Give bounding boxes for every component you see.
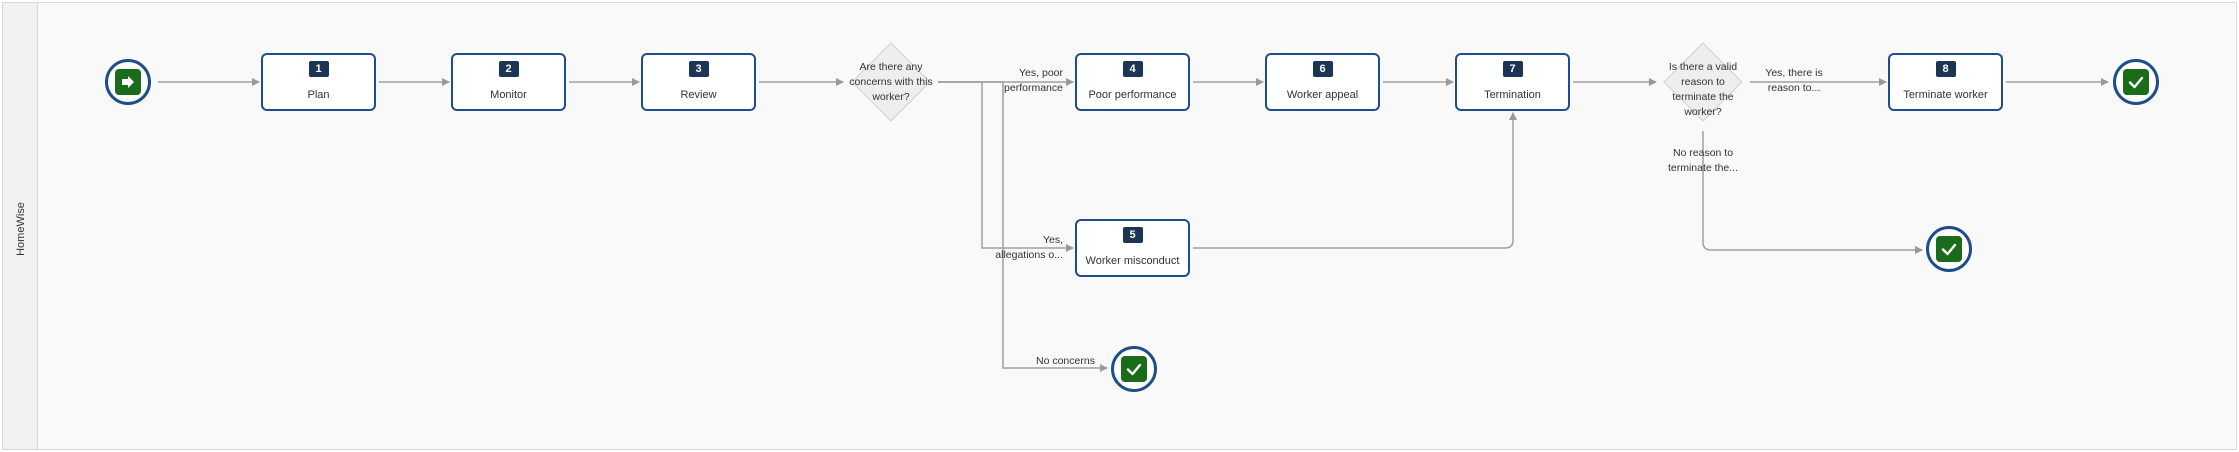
task-number-badge: 1 bbox=[308, 61, 329, 77]
end-event-no-concerns[interactable] bbox=[1111, 346, 1157, 392]
end-event-terminated[interactable] bbox=[2113, 59, 2159, 105]
task-label: Terminate worker bbox=[1903, 89, 1988, 101]
flow-gateway1-misconduct bbox=[938, 81, 1074, 252]
task-termination[interactable]: 7 Termination bbox=[1455, 53, 1570, 111]
task-label: Poor performance bbox=[1088, 89, 1177, 101]
task-label: Termination bbox=[1484, 89, 1541, 101]
edge-label-poor-performance: Yes, poor performance bbox=[1003, 66, 1063, 96]
task-worker-misconduct[interactable]: 5 Worker misconduct bbox=[1075, 219, 1190, 277]
checkmark-icon bbox=[1121, 356, 1147, 382]
edge-label-yes-reason: Yes, there is reason to... bbox=[1763, 66, 1825, 96]
checkmark-icon bbox=[2123, 69, 2149, 95]
task-number-badge: 8 bbox=[1935, 61, 1956, 77]
start-event[interactable] bbox=[105, 59, 151, 105]
task-review[interactable]: 3 Review bbox=[641, 53, 756, 111]
task-label: Plan bbox=[307, 89, 330, 101]
task-monitor[interactable]: 2 Monitor bbox=[451, 53, 566, 111]
task-terminate-worker[interactable]: 8 Terminate worker bbox=[1888, 53, 2003, 111]
checkmark-icon bbox=[1936, 236, 1962, 262]
task-label: Worker appeal bbox=[1286, 89, 1359, 101]
flow-gateway1-no-concerns bbox=[938, 81, 1108, 372]
flow-misconduct-termination bbox=[1193, 112, 1517, 249]
task-number-badge: 6 bbox=[1312, 61, 1333, 77]
edge-label-no-reason: No reason to terminate the... bbox=[1662, 146, 1744, 176]
edge-label-text: No reason to terminate the... bbox=[1667, 147, 1739, 174]
task-plan[interactable]: 1 Plan bbox=[261, 53, 376, 111]
task-number-badge: 4 bbox=[1122, 61, 1143, 77]
swimlane-header: HomeWise bbox=[3, 3, 38, 449]
edge-label-text: Yes, allegations o... bbox=[995, 234, 1063, 261]
task-poor-performance[interactable]: 4 Poor performance bbox=[1075, 53, 1190, 111]
start-arrow-icon bbox=[115, 69, 141, 95]
task-label: Monitor bbox=[490, 89, 527, 101]
task-number-badge: 7 bbox=[1502, 61, 1523, 77]
edge-label-allegations: Yes, allegations o... bbox=[995, 233, 1063, 263]
task-label: Worker misconduct bbox=[1085, 255, 1180, 267]
gateway-concerns-label: Are there any concerns with this worker? bbox=[849, 61, 933, 103]
gateway-valid-reason-label: Is there a valid reason to terminate the… bbox=[1668, 61, 1738, 118]
task-number-badge: 2 bbox=[498, 61, 519, 77]
edge-label-no-concerns: No concerns bbox=[1036, 355, 1095, 367]
flow-gateway2-no-reason bbox=[1702, 131, 1923, 254]
edge-label-text: Yes, there is reason to... bbox=[1765, 67, 1823, 94]
end-event-no-reason[interactable] bbox=[1926, 226, 1972, 272]
task-number-badge: 3 bbox=[688, 61, 709, 77]
edge-label-text: Yes, poor performance bbox=[1004, 67, 1063, 94]
task-number-badge: 5 bbox=[1122, 227, 1143, 243]
task-worker-appeal[interactable]: 6 Worker appeal bbox=[1265, 53, 1380, 111]
task-label: Review bbox=[680, 89, 717, 101]
